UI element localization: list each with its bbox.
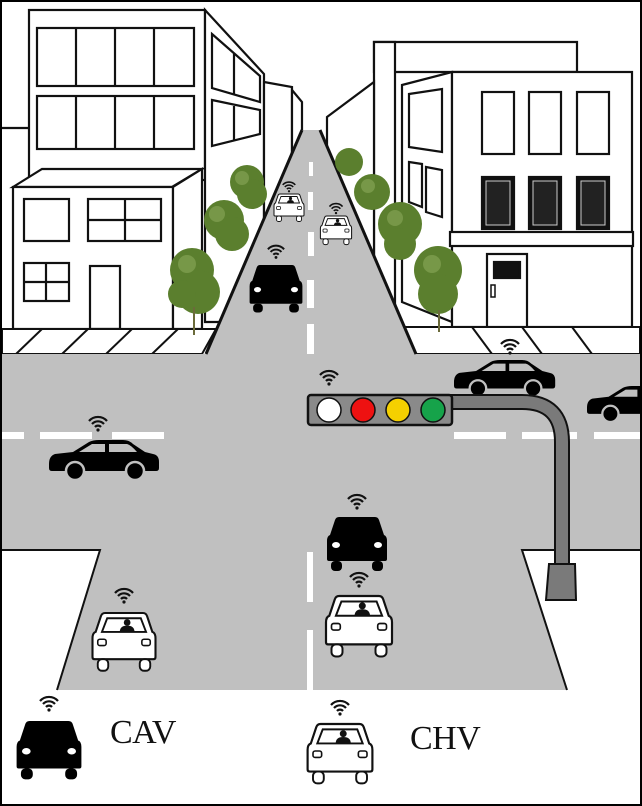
left-sidewalk — [2, 328, 218, 355]
legend-cav-icon — [16, 721, 82, 780]
trees — [168, 148, 462, 335]
legend-label-chv: CHV — [410, 720, 481, 757]
right-buildings — [325, 40, 635, 331]
legend-chv-icon — [306, 722, 374, 785]
legend-label-cav: CAV — [110, 714, 176, 751]
traffic-light — [306, 369, 578, 601]
right-sidewalk — [398, 326, 640, 355]
